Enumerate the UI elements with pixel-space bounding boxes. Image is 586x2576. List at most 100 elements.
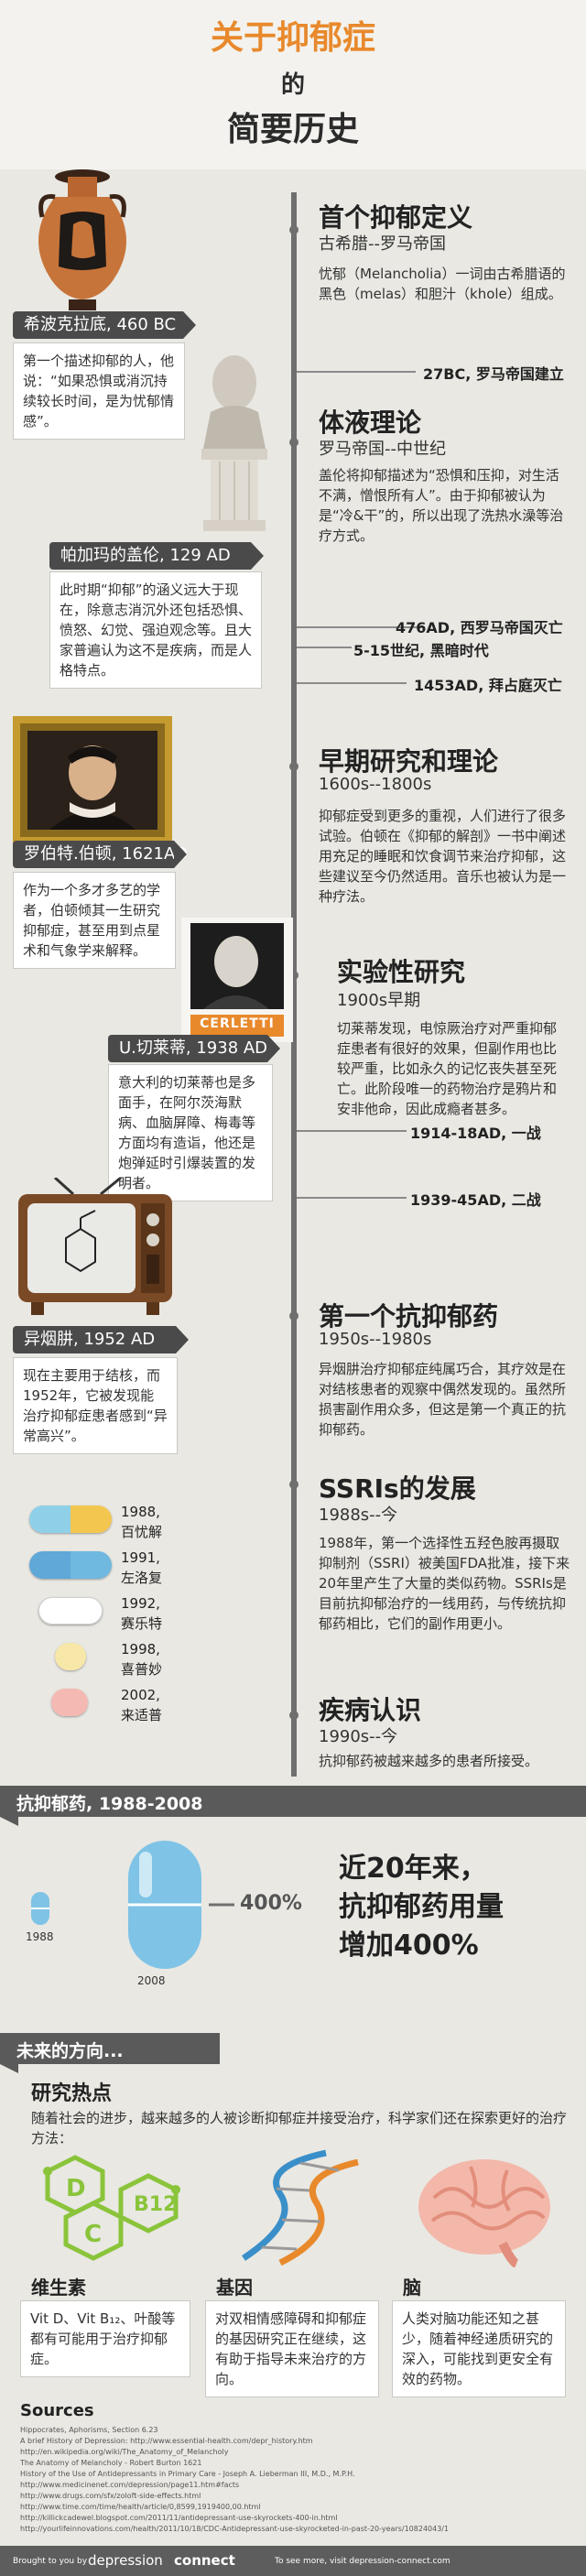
footer-tail[interactable]: To see more, visit depression-connect.co… [275,2557,450,2566]
event-label: 476AD, 西罗马帝国灭亡 [396,619,563,636]
pill-half-b [70,1689,88,1716]
pill-year: 1992, [121,1595,160,1612]
pill-icon [51,1689,88,1716]
section-subtitle: 1950s--1980s [319,1330,432,1349]
figure-tag: 帕加玛的盖伦, 129 AD [49,542,264,570]
section-title: 实验性研究 [337,957,466,987]
section-body: 异烟肼治疗抑郁症纯属巧合，其疗效是在对结核患者的观察中偶然发现的。虽然所损害副作… [319,1361,567,1438]
event-label: 1453AD, 拜占庭灭亡 [414,677,562,694]
event-tick [297,1130,407,1132]
source-line: http://www.time.com/time/health/article/… [20,2503,261,2511]
bust-image [201,355,267,531]
footer: Brought to you by depression connect To … [0,2546,586,2576]
vitamin-c-letter: C [84,2221,103,2248]
pill-icon [38,1597,103,1625]
source-line: http://yourlifeinnovations.com/health/20… [20,2525,450,2533]
pill-name: 来适普 [121,1707,163,1723]
sources-title: Sources [20,2401,94,2420]
figure-tag: 异烟肼, 1952 AD [13,1326,189,1353]
section-body: 1988年，第一个选择性五羟色胺再摄取抑制剂（SSRI）被美国FDA批准，接下来… [319,1535,570,1632]
event-tick [297,1197,407,1199]
section-title: 疾病认识 [319,1695,422,1725]
header: 关于抑郁症 的 简要历史 [0,0,586,169]
pill-half-b [71,1643,86,1670]
pill-half-a [55,1643,71,1670]
pill-half-a [29,1505,71,1533]
pill-icon [29,1551,112,1579]
section-title: SSRIs的发展 [319,1473,476,1504]
figure-note: 意大利的切莱蒂也是多面手，在阿尔茨海默病、血脑屏障、梅毒等方面均有造诣，他还是炮… [108,1064,273,1201]
portrait-image [13,716,172,844]
timeline-dot [289,438,298,447]
pill-half-b [71,1551,112,1579]
pill-name: 百忧解 [121,1524,163,1540]
hotspots-intro: 随着社会的进步，越来越多的人被诊断抑郁症并接受治疗，科学家们还在探索更好的治疗方… [31,2110,568,2147]
capsule-2008-highlight [139,1852,152,1897]
source-line: http://www.medicinenet.com/depression/pa… [20,2481,240,2489]
figure-note: 作为一个多才多艺的学者，伯顿倾其一生研究抑郁症，甚至用到点星术和气象学来解释。 [13,872,176,969]
pill-half-a [39,1598,71,1624]
big-year-label: 2008 [137,1974,166,1987]
footer-brand-a[interactable]: depression [88,2552,163,2569]
event-tick [297,371,416,373]
card-body: 人类对脑功能还知之甚少，随着神经递质研究的深入，可能找到更安全有效的药物。 [392,2300,566,2397]
section-title: 首个抑郁定义 [319,202,473,233]
footer-brand-b[interactable]: connect [174,2552,235,2569]
timeline-dot [289,225,298,234]
title-line-3: 简要历史 [226,111,359,148]
small-year-label: 1988 [26,1930,54,1943]
card-body: 对双相情感障碍和抑郁症的基因研究正在继续，这有助于指导未来治疗的方向。 [205,2300,379,2397]
pill-label: 1992,赛乐特 [121,1593,162,1634]
section-body: 忧郁（Melancholia）一词由古希腊语的黑色（melas）和胆汁（khol… [319,266,566,302]
section-body: 盖伦将抑郁描述为“恐惧和压抑，对生活不满，憎恨所有人”。由于抑郁被认为是“冷&干… [319,467,564,544]
pill-label: 1991,左洛复 [121,1548,162,1588]
tv-image [18,1178,172,1315]
pill-label: 1988,百忧解 [121,1502,162,1542]
timeline-spine [291,192,297,1777]
pill-label: 2002,来适普 [121,1685,162,1725]
section-title: 第一个抗抑郁药 [319,1301,499,1331]
vitamin-b12-letter: B12 [134,2193,178,2216]
headline-line: 增加400% [339,1929,479,1962]
source-line: The Anatomy of Melancholy - Robert Burto… [20,2459,202,2467]
pill-name: 喜普妙 [121,1661,163,1678]
vitamin-d-letter: D [66,2175,86,2202]
headline-line: 抗抑郁药用量 [339,1891,504,1923]
event-tick [297,682,407,684]
source-line: http://www.drugs.com/sfx/zoloft-side-eff… [20,2492,201,2500]
future-band: 未来的方向... [0,2033,220,2073]
growth-percent: 400% [240,1892,302,1915]
timeline-dot [289,1311,298,1321]
section-title: 早期研究和理论 [319,746,499,777]
band-title: 未来的方向... [16,2041,124,2061]
section-body: 抑郁症受到更多的重视，人们进行了很多试验。伯顿在《抑郁的解剖》一书中阐述用充足的… [319,808,567,905]
section-subtitle: 1900s早期 [337,991,421,1010]
timeline-dot [289,1711,298,1720]
amphora-image [38,169,126,310]
card-title: 基因 [216,2277,253,2299]
brain-illustration [418,2159,550,2267]
hotspots-title: 研究热点 [31,2082,113,2105]
band-title: 抗抑郁药, 1988-2008 [16,1794,203,1814]
timeline-dot [289,1480,298,1489]
pill-icon [55,1643,86,1670]
pill-half-b [71,1598,102,1624]
pill-label: 1998,喜普妙 [121,1639,162,1679]
timeline-dot [289,971,298,980]
title-line-2: 的 [280,71,305,99]
cerletti-sign: CERLETTI [200,1016,275,1031]
section-subtitle: 古希腊--罗马帝国 [319,234,446,254]
pill-half-a [51,1689,70,1716]
title-divider [0,92,586,97]
section-subtitle: 1990s--今 [319,1727,398,1746]
cerletti-image [181,918,293,1042]
figure-note: 现在主要用于结核，而1952年，它被发现能治疗抑郁症患者感到“异常高兴”。 [13,1357,178,1454]
section-subtitle: 1988s--今 [319,1505,398,1525]
section-subtitle: 罗马帝国--中世纪 [319,440,446,459]
card-title: 脑 [403,2277,421,2299]
section-body: 切莱蒂发现，电惊厥治疗对严重抑郁症患者有很好的效果，但副作用也比较严重，比如永久… [337,1020,558,1117]
headline-line: 近20年来， [339,1853,487,1885]
section-body: 抗抑郁药被越来越多的患者所接受。 [319,1753,539,1769]
event-label: 27BC, 罗马帝国建立 [423,365,564,383]
vitamin-illustration [43,2155,180,2261]
